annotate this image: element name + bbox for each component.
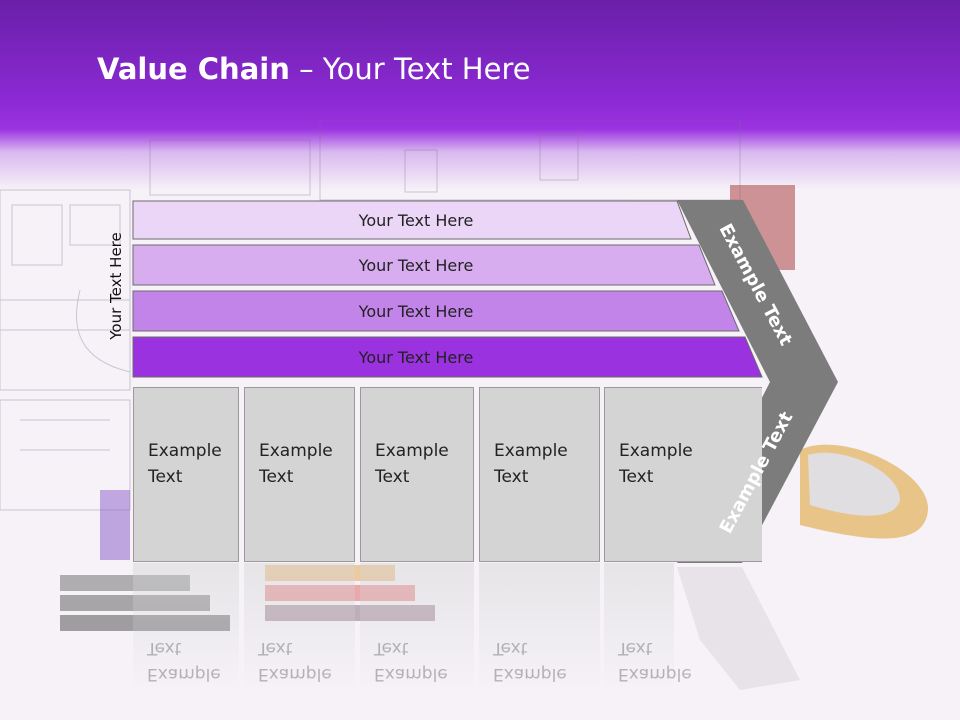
row-label-3: Your Text Here [358,301,474,321]
side-label: Your Text Here [107,232,125,340]
row-label-1: Your Text Here [358,210,474,230]
row-band-4 [132,336,763,378]
row-band-3 [132,290,740,332]
row-band-2 [132,244,716,286]
row-band-1 [132,200,692,240]
row-label-4: Your Text Here [358,347,474,367]
page-title: Value Chain – Your Text Here [97,52,531,86]
header-band [0,0,960,190]
title-bold: Value Chain [97,52,290,86]
chevron-reflection [677,567,800,690]
title-rest: – Your Text Here [289,52,531,86]
background-photo [0,120,929,631]
row-label-2: Your Text Here [358,255,474,275]
